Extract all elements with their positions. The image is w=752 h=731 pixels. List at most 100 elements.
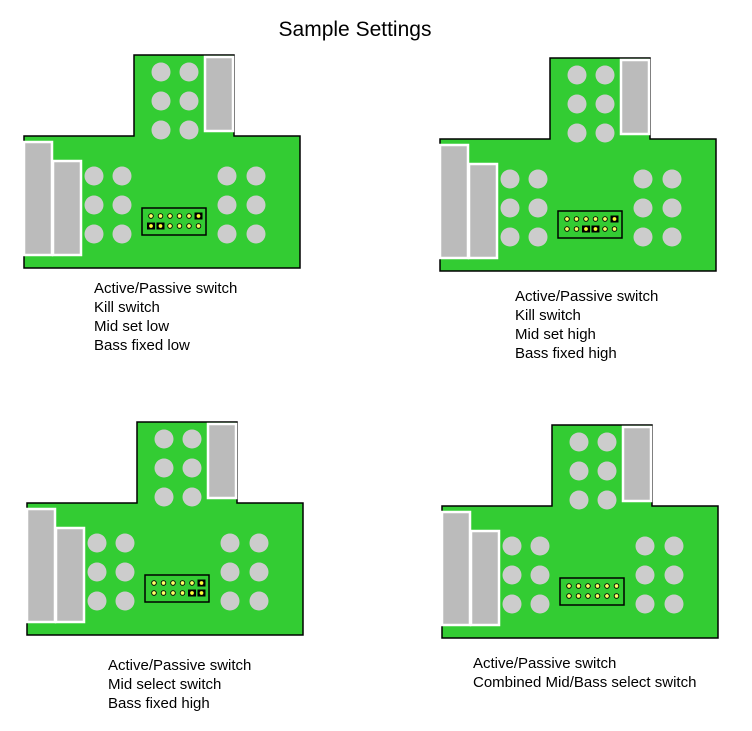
jumper-pin (198, 590, 205, 596)
pot-hole (530, 536, 550, 556)
pot-hole (151, 62, 171, 82)
caption-line: Bass fixed high (515, 345, 617, 362)
pot-hole (567, 65, 587, 85)
connector-block (619, 58, 651, 136)
jumper-pin (157, 213, 164, 219)
jumper-pin (594, 593, 601, 599)
jumper-pin (564, 216, 570, 222)
jumper-pin (160, 590, 167, 596)
jumper-pin (585, 583, 591, 589)
jumper-pin (604, 593, 610, 599)
jumper-pin (594, 583, 601, 589)
pot-hole (528, 227, 548, 247)
pot-hole (528, 198, 548, 218)
board-1 (22, 54, 314, 271)
pot-hole (500, 198, 520, 218)
jumper-pin (604, 583, 610, 589)
pot-hole (115, 533, 135, 553)
board-2 (438, 57, 730, 274)
caption-line: Mid set high (515, 326, 596, 343)
pot-hole (569, 490, 589, 510)
jumper-pin (148, 213, 154, 219)
jumper-pin (585, 593, 591, 599)
jumper-pin (195, 213, 202, 219)
pot-hole (567, 123, 587, 143)
pot-hole (500, 227, 520, 247)
caption-line: Bass fixed high (108, 695, 210, 712)
pot-hole (112, 166, 132, 186)
pot-hole (87, 533, 107, 553)
pot-hole (179, 62, 199, 82)
connector-block (469, 529, 501, 627)
jumper-pin (198, 580, 205, 586)
board-diagram (440, 424, 719, 639)
jumper-pin (611, 216, 618, 222)
jumper-pin (613, 593, 620, 599)
connector-block (25, 507, 57, 624)
jumper-pin (148, 223, 154, 229)
pot-hole (246, 224, 266, 244)
pot-hole (664, 594, 684, 614)
pot-hole (595, 65, 615, 85)
pot-hole (220, 591, 240, 611)
connector-block (206, 422, 238, 500)
jumper-pin (160, 580, 167, 586)
caption-line: Kill switch (515, 307, 581, 324)
connector-block (22, 140, 54, 257)
connector-block (440, 510, 472, 627)
pot-hole (151, 91, 171, 111)
board-diagram (22, 54, 301, 269)
pot-hole (662, 198, 682, 218)
pot-hole (597, 461, 617, 481)
jumper-pin (575, 583, 582, 589)
pot-hole (249, 562, 269, 582)
pot-hole (112, 224, 132, 244)
caption-line: Active/Passive switch (515, 288, 659, 305)
pot-hole (502, 565, 522, 585)
pot-hole (500, 169, 520, 189)
pot-hole (635, 536, 655, 556)
jumper-pin (611, 226, 618, 232)
pot-hole (115, 591, 135, 611)
jumper-pin (179, 590, 186, 596)
caption-line: Kill switch (94, 299, 160, 316)
connector-block (203, 55, 235, 133)
pot-hole (633, 198, 653, 218)
jumper-pin (157, 223, 164, 229)
pot-hole (154, 487, 174, 507)
pot-hole (179, 91, 199, 111)
board-4 (440, 424, 732, 641)
jumper-pin (186, 223, 192, 229)
jumper-pin (186, 213, 192, 219)
pot-hole (182, 487, 202, 507)
pot-hole (595, 123, 615, 143)
pot-hole (662, 169, 682, 189)
jumper-pin (575, 593, 582, 599)
pot-hole (217, 195, 237, 215)
pot-hole (84, 195, 104, 215)
caption-line: Mid select switch (108, 676, 222, 693)
jumper-pin (573, 216, 580, 222)
pot-hole (182, 458, 202, 478)
pot-hole (530, 565, 550, 585)
pot-hole (84, 166, 104, 186)
pot-hole (664, 565, 684, 585)
jumper-pin (151, 590, 157, 596)
jumper-pin (176, 223, 183, 229)
caption-line: Active/Passive switch (94, 280, 238, 297)
pot-hole (87, 591, 107, 611)
jumper-pin (176, 213, 183, 219)
pot-hole (664, 536, 684, 556)
pot-hole (597, 432, 617, 452)
pot-hole (633, 227, 653, 247)
caption-line: Mid set low (94, 318, 170, 335)
pot-hole (633, 169, 653, 189)
connector-block (51, 159, 83, 257)
pot-hole (87, 562, 107, 582)
connector-block (54, 526, 86, 624)
pot-hole (220, 562, 240, 582)
jumper-header (559, 577, 625, 606)
